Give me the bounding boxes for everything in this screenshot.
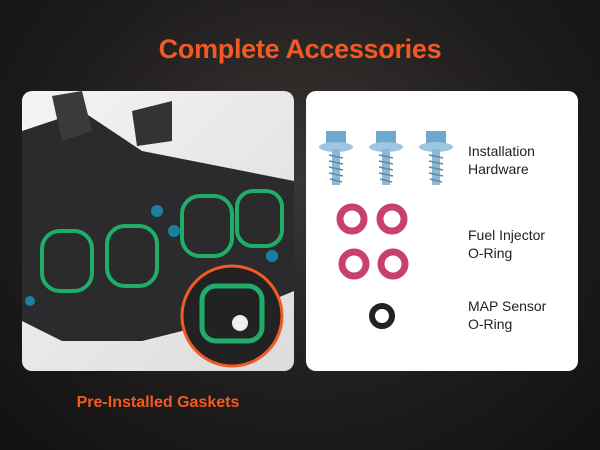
intake-manifold-image [22,91,294,368]
fuel-injector-o-ring-icon [336,203,409,280]
map-sensor-o-ring-icon [369,303,395,329]
screw-icon [319,130,454,186]
accessory-icons [319,130,454,329]
manifold-image-card [22,91,294,371]
gasket-caption: Pre-Installed Gaskets [76,394,240,411]
page-title: Complete Accessories [158,34,442,64]
